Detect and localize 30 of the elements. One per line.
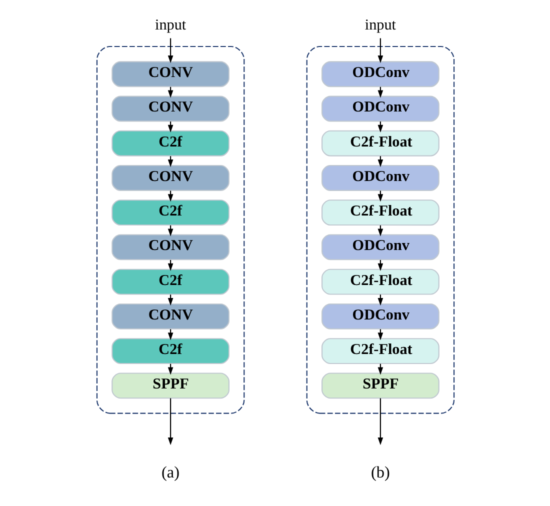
node-box: SPPF — [320, 372, 439, 399]
node-box: SPPF — [111, 372, 230, 399]
node-box: C2f-Float — [320, 338, 439, 364]
node-box: C2f — [111, 200, 230, 226]
node-box: ODConv — [320, 164, 439, 191]
node-box: ODConv — [320, 96, 439, 122]
node-text: input — [364, 17, 396, 34]
label: (b) — [370, 463, 390, 482]
node-box: C2f — [111, 130, 230, 156]
node-box: C2f-Float — [320, 268, 439, 295]
node-box: C2f — [111, 268, 230, 295]
node-box: ODConv — [320, 234, 439, 260]
node-box: CONV — [111, 234, 230, 260]
arrow — [167, 38, 173, 64]
cluster — [96, 46, 244, 414]
arrow — [377, 398, 383, 446]
arrow — [377, 38, 383, 64]
label: (a) — [161, 463, 180, 482]
node-box: C2f-Float — [320, 130, 439, 156]
cluster — [306, 46, 454, 414]
node-box: CONV — [111, 61, 230, 88]
node-box: CONV — [111, 96, 230, 122]
node-box: CONV — [111, 303, 230, 330]
node-box: C2f-Float — [320, 200, 439, 226]
node-box: ODConv — [320, 303, 439, 330]
node-box: ODConv — [320, 61, 439, 88]
arrow — [167, 398, 173, 446]
node-box: C2f — [111, 338, 230, 364]
node-text: input — [154, 17, 186, 34]
node-box: CONV — [111, 164, 230, 191]
